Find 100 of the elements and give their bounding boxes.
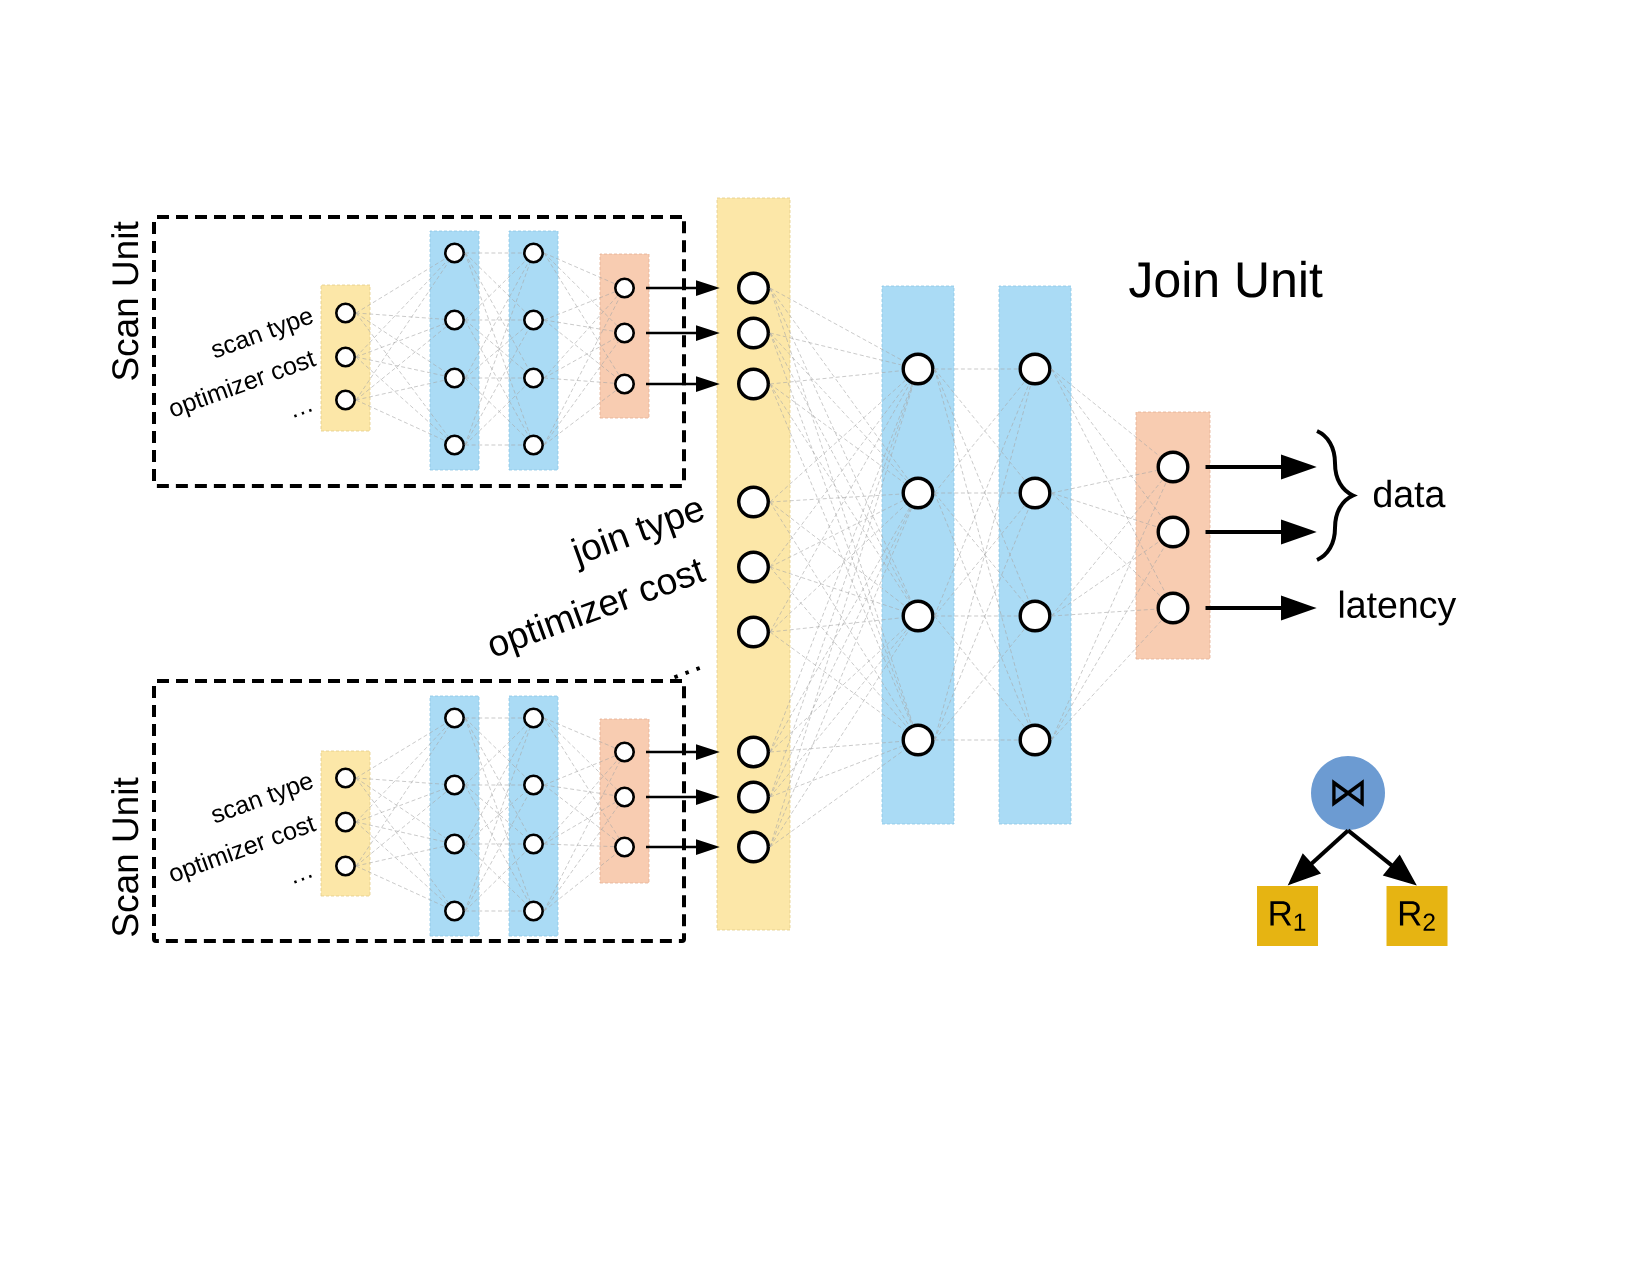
connection-line [355,777,447,839]
connection-line [355,725,448,823]
neuron-circle [523,367,544,389]
neuron-circle [614,373,635,395]
feature-label: … [293,408,312,418]
connection-line [355,846,445,867]
unit-title: Join Unit [1129,260,1323,298]
connection-line [464,784,526,838]
neuron-circle [444,900,465,922]
connection-line [934,505,1025,617]
neuron-circle [614,836,635,858]
connection-line [769,287,904,362]
neuron-circle [444,833,465,855]
connection-line [543,341,619,446]
neuron-circle [523,774,544,796]
connection-line [769,617,902,633]
connection-line [355,865,446,907]
connection-line [543,252,616,285]
connection-line [543,319,617,378]
connection-line [934,381,1025,494]
neuron-circle [444,242,465,264]
neuron-circle [614,277,635,299]
connection-line [464,260,527,321]
neuron-circle [1156,515,1190,549]
connection-line [1051,368,1166,594]
connection-line [769,631,905,731]
neuron-circle [1156,591,1190,625]
neuron-circle [1018,476,1052,510]
connection-line [769,749,905,848]
connection-line [934,368,1025,481]
connection-line [543,843,615,847]
connection-line [464,851,527,912]
connection-line [769,745,903,798]
neuron-circle [444,434,465,456]
connection-line [1051,368,1164,520]
connection-line [1051,541,1160,617]
connection-line [934,492,1025,604]
connection-line [543,759,618,845]
neuron-circle [444,774,465,796]
neuron-circle [901,723,935,757]
connection-line [355,261,449,401]
connection-line [355,312,447,373]
neuron-circle [523,833,544,855]
connection-line [355,791,447,867]
connection-line [1051,492,1162,597]
connection-line [769,626,907,753]
connection-line [543,853,617,912]
connection-line [355,312,449,437]
connection-line [769,741,902,753]
connection-line [464,385,527,446]
connection-line [769,628,908,798]
neuron-circle [901,476,935,510]
connection-line [355,356,447,439]
connection-line [543,755,616,786]
feature-label: … [673,666,701,680]
neuron-circle [614,786,635,808]
relation-box: R$_{1}$ [1257,886,1318,946]
connection-line [769,287,909,480]
connection-line [543,252,620,376]
connection-line [355,777,445,785]
connection-line [464,377,527,438]
connection-line [355,788,445,823]
connection-line [543,295,618,379]
connection-line [543,717,618,790]
neuron-circle [614,322,635,344]
connection-line [355,399,446,441]
connection-line [355,260,448,358]
connection-line [769,379,907,503]
connection-line [769,332,903,366]
connection-line [355,777,449,903]
connection-line [543,319,615,332]
connection-line [543,390,617,446]
connection-line [464,319,526,372]
connection-line [1051,619,1163,741]
connection-line [464,326,526,379]
neuron-circle [1018,352,1052,386]
connection-line [769,501,906,607]
connection-line [543,717,620,839]
connection-line [543,717,616,749]
connection-line [1051,608,1157,617]
connection-line [1051,470,1158,494]
connection-line [355,380,445,401]
connection-line [543,805,619,912]
neuron-circle [523,242,544,264]
connection-line [769,629,910,848]
neuron-circle [1156,450,1190,484]
connection-line [769,566,903,612]
node-label: Scan Unit [111,777,139,936]
connection-line [355,821,447,905]
connection-line [1051,368,1161,457]
connection-line [769,500,904,568]
neuron-circle [523,434,544,456]
connection-line [355,821,445,842]
output-label: latency [1339,590,1457,626]
connection-line [769,383,905,484]
node-label: Scan Unit [111,221,139,380]
connection-line [543,252,618,326]
neuron-circle [523,900,544,922]
output-label: data [1374,479,1446,508]
connection-line [934,615,1025,728]
